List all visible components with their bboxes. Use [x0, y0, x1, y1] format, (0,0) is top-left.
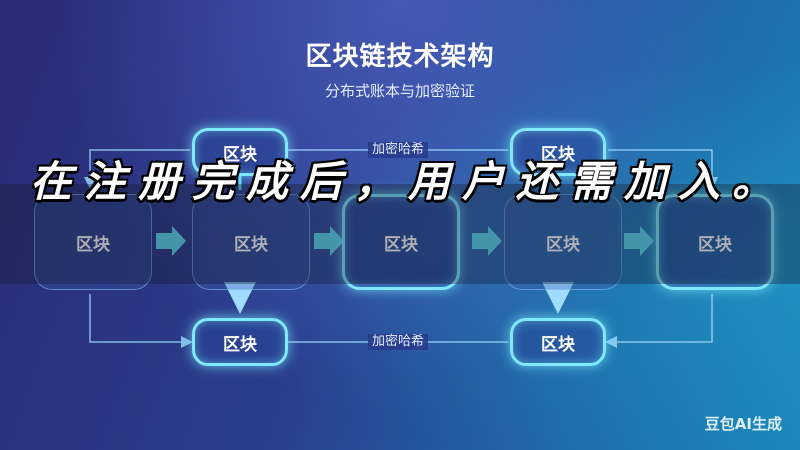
page-title: 区块链技术架构 [305, 42, 495, 72]
edge-label-bottom: 加密哈希 [368, 334, 429, 350]
block-bottom-right: 区块 [510, 318, 606, 366]
chain-arrow-1 [156, 226, 186, 256]
block-chain-4: 区块 [504, 194, 622, 290]
page-subtitle: 分布式账本与加密验证 [324, 82, 475, 100]
left-loop-bottom [89, 294, 193, 348]
right-loop-bottom [605, 294, 713, 348]
overlay-caption: 在注册完成后，用户还需加入。 [30, 157, 787, 206]
block-chain-3: 区块 [342, 194, 460, 290]
block-chain-5: 区块 [656, 194, 774, 290]
block-chain-2: 区块 [192, 194, 310, 290]
left-loop-top [84, 149, 190, 189]
block-chain-1: 区块 [34, 194, 152, 290]
chain-arrow-4 [624, 226, 654, 256]
edge-label-top: 加密哈希 [368, 142, 429, 158]
block-bottom-left: 区块 [192, 318, 288, 366]
block-top-left: 区块 [192, 128, 288, 176]
block-top-right: 区块 [510, 128, 606, 176]
caption-band [0, 184, 800, 284]
chain-arrow-3 [472, 226, 502, 256]
watermark-text: 豆包AI生成 [704, 415, 782, 433]
right-loop-top [608, 149, 718, 189]
chain-arrow-2 [314, 226, 344, 256]
